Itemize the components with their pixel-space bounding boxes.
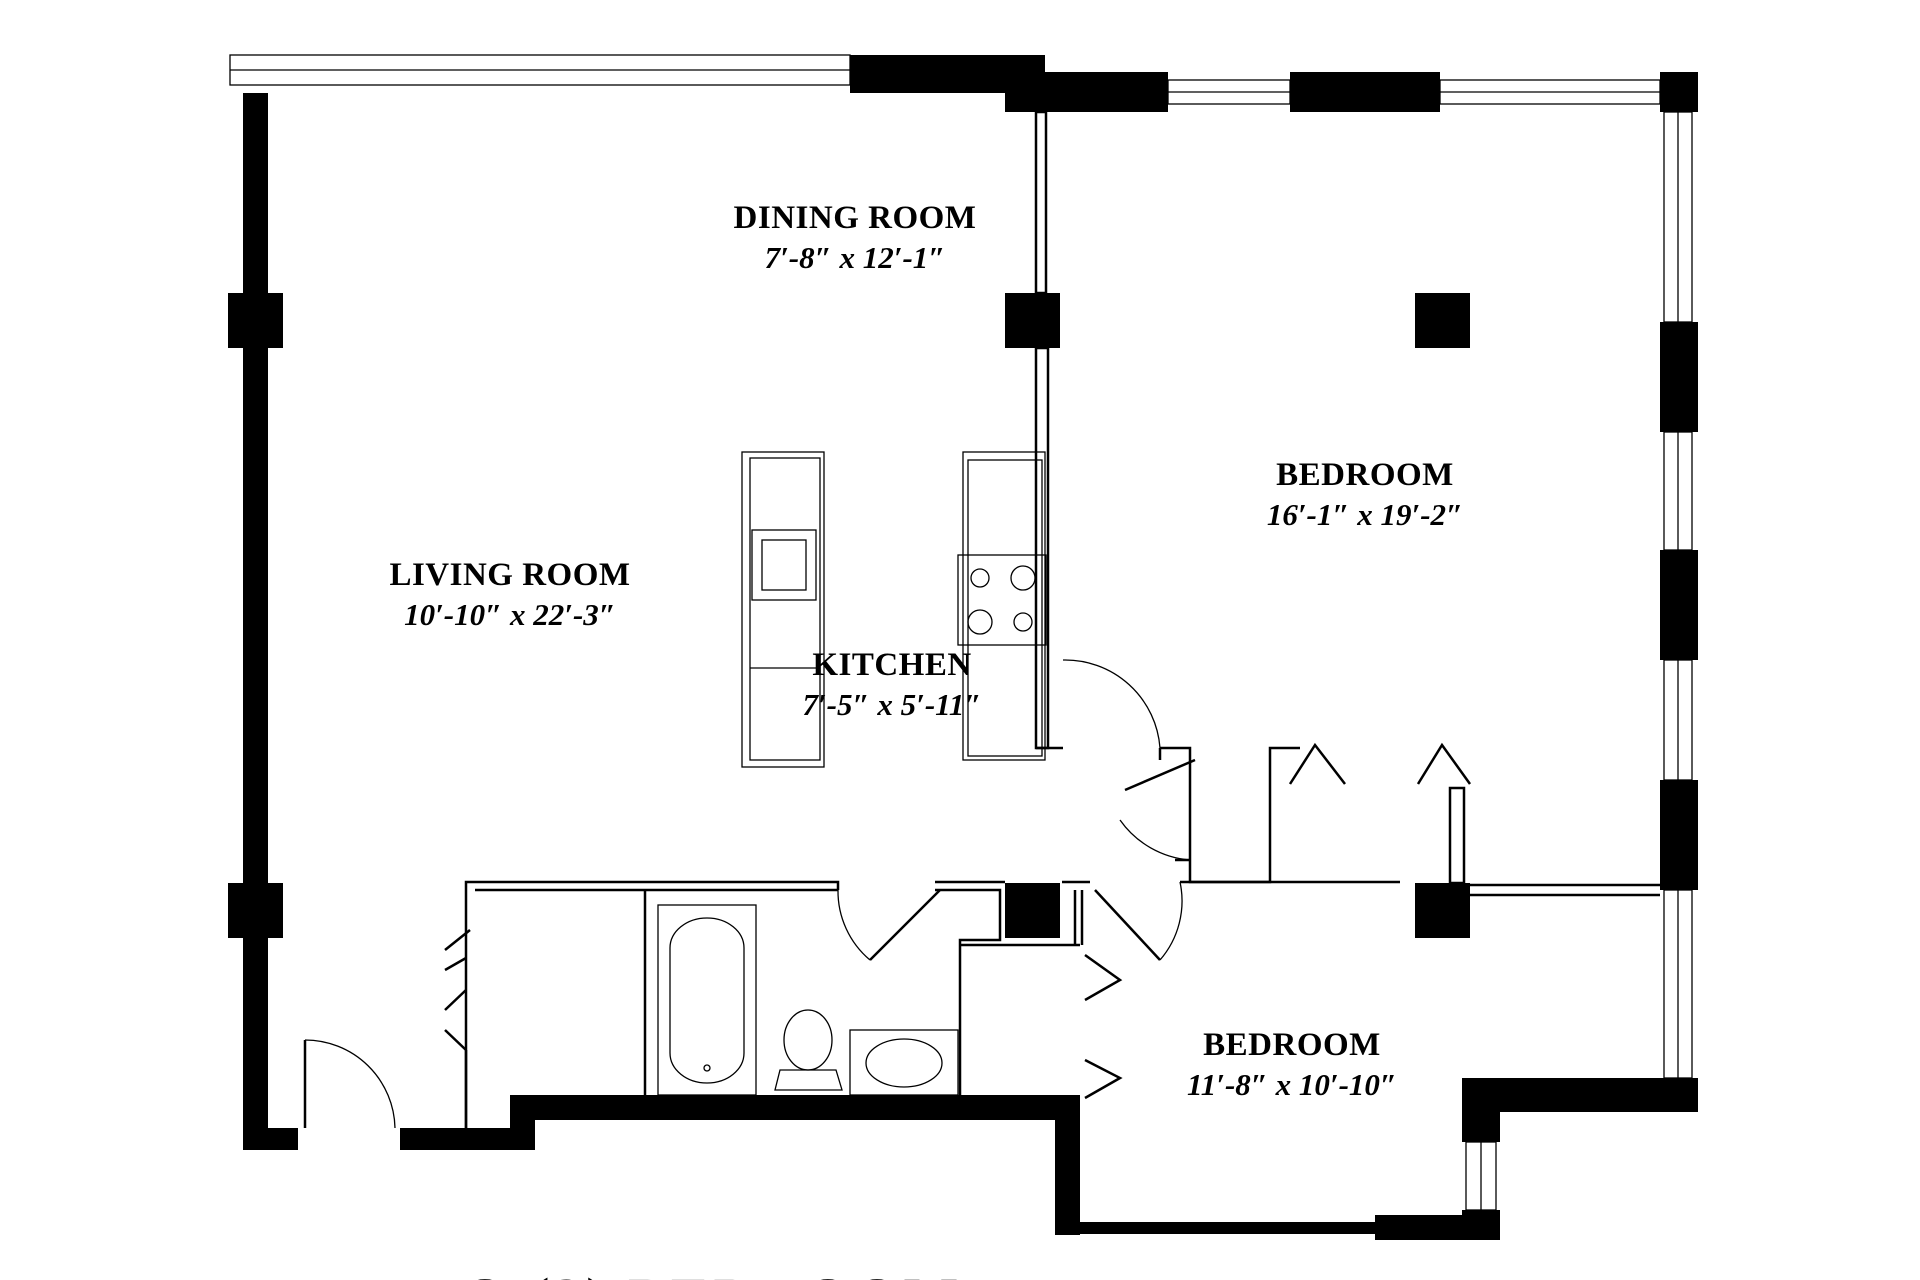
bathtub-icon	[657, 904, 757, 1096]
bedroom-1-dimensions: 16′-1″ x 19′-2″	[1267, 497, 1463, 532]
dining-room-label: DINING ROOM	[734, 200, 977, 236]
bedroom-2-dimensions: 11′-8″ x 10′-10″	[1187, 1067, 1397, 1102]
living-room-dimensions: 10′-10″ x 22′-3″	[404, 597, 616, 632]
bedroom-2-label: BEDROOM	[1203, 1027, 1381, 1063]
room-labels: DINING ROOM 7′-8″ x 12′-1″ LIVING ROOM 1…	[389, 200, 1463, 1102]
kitchen-label: KITCHEN	[812, 647, 971, 683]
stove-icon	[957, 554, 1047, 646]
exterior-walls	[228, 55, 1698, 1240]
living-room-label: LIVING ROOM	[389, 557, 630, 593]
dining-room-dimensions: 7′-8″ x 12′-1″	[765, 240, 946, 275]
vanity-icon	[849, 1029, 959, 1096]
doors	[303, 659, 1472, 1129]
windows	[229, 54, 1693, 1211]
bath-fixtures	[657, 904, 959, 1096]
interior-walls	[464, 110, 1660, 1128]
kitchen-dimensions: 7′-5″ x 5′-11″	[802, 687, 981, 722]
kitchen-fixtures	[741, 451, 1047, 768]
bedroom-1-label: BEDROOM	[1276, 457, 1454, 493]
sink-icon	[751, 529, 817, 601]
plan-caption: TWO (2) BEDROOM	[358, 1266, 963, 1280]
toilet-icon	[783, 1009, 833, 1071]
